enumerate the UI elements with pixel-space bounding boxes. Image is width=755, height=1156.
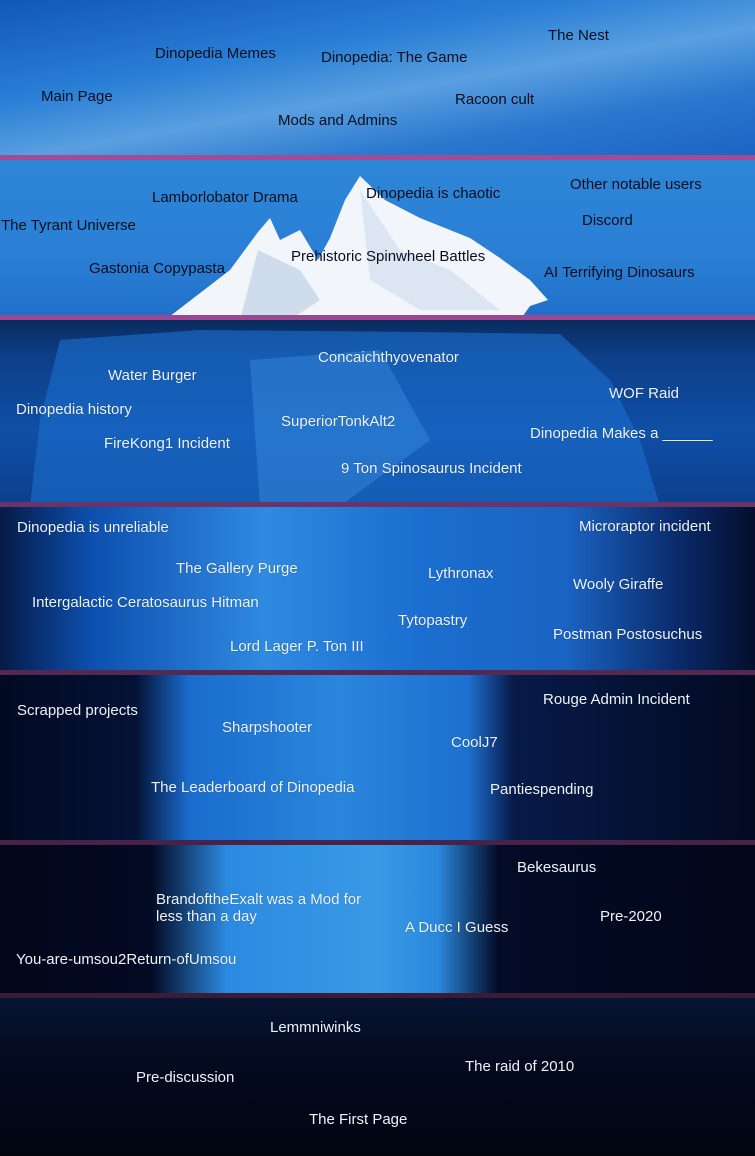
- item-pre-2020: Pre-2020: [600, 908, 662, 925]
- item-other-notable-users: Other notable users: [570, 176, 702, 193]
- item-racoon-cult: Racoon cult: [455, 91, 535, 108]
- tier-5: [0, 674, 755, 844]
- item-scrapped-projects: Scrapped projects: [17, 702, 138, 719]
- item-superiortonkalt2: SuperiorTonkAlt2: [281, 413, 396, 430]
- item-mods-and-admins: Mods and Admins: [278, 112, 398, 129]
- item-postman-postosuchus: Postman Postosuchus: [553, 626, 703, 643]
- item-wooly-giraffe: Wooly Giraffe: [573, 576, 664, 593]
- item-ai-terrifying-dinosaurs: AI Terrifying Dinosaurs: [544, 264, 695, 281]
- item-the-gallery-purge: The Gallery Purge: [176, 560, 298, 577]
- item-lamborlobator-drama: Lamborlobator Drama: [152, 189, 298, 206]
- item-tytopastry: Tytopastry: [398, 612, 468, 629]
- item-the-nest: The Nest: [548, 27, 609, 44]
- tier-6: [0, 844, 755, 996]
- tier-4: [0, 506, 755, 674]
- item-dinopedia-memes: Dinopedia Memes: [155, 45, 276, 62]
- item-the-tyrant-universe: The Tyrant Universe: [1, 217, 136, 234]
- item-main-page: Main Page: [41, 88, 113, 105]
- item-dinopedia-is-unreliable: Dinopedia is unreliable: [17, 519, 169, 536]
- item-dinopedia-is-chaotic: Dinopedia is chaotic: [366, 185, 501, 202]
- item-gastonia-copypasta: Gastonia Copypasta: [89, 260, 225, 277]
- item-wof-raid: WOF Raid: [609, 385, 680, 402]
- tier-divider-3: [0, 502, 755, 507]
- item-lord-lager-p-ton-iii: Lord Lager P. Ton III: [230, 638, 364, 655]
- item-lythronax: Lythronax: [428, 565, 494, 582]
- item-the-leaderboard-of-dinopedia: The Leaderboard of Dinopedia: [151, 779, 355, 796]
- tier-1-sky: [0, 0, 755, 160]
- item-pre-discussion: Pre-discussion: [136, 1069, 235, 1086]
- tier-divider-2: [0, 315, 755, 320]
- item-dinopedia-history: Dinopedia history: [16, 401, 132, 418]
- item-9-ton-spinosaurus-incident: 9 Ton Spinosaurus Incident: [341, 460, 522, 477]
- tier-2-sky-iceberg-tip: [0, 160, 755, 320]
- item-concaichthyovenator: Concaichthyovenator: [318, 349, 459, 366]
- item-sharpshooter: Sharpshooter: [222, 719, 313, 736]
- item-firekong1-incident: FireKong1 Incident: [104, 435, 230, 452]
- item-lemmniwinks: Lemmniwinks: [270, 1019, 361, 1036]
- item-dinopedia-the-game: Dinopedia: The Game: [321, 49, 468, 66]
- item-a-ducc-i-guess: A Ducc I Guess: [405, 919, 509, 936]
- item-you-are-umsou2: You-are-umsou2Return-ofUmsou: [16, 951, 237, 968]
- tier-divider-6: [0, 993, 755, 998]
- item-microraptor-incident: Microraptor incident: [579, 518, 711, 535]
- item-the-first-page: The First Page: [309, 1111, 408, 1128]
- iceberg-tip-icon: [165, 176, 548, 320]
- tier-divider-4: [0, 670, 755, 675]
- item-intergalactic-ceratosaurus-hitman: Intergalactic Ceratosaurus Hitman: [32, 594, 259, 611]
- item-rouge-admin-incident: Rouge Admin Incident: [543, 691, 690, 708]
- item-prehistoric-spinwheel-battles: Prehistoric Spinwheel Battles: [291, 248, 486, 265]
- item-brandoftheexalt-mod: BrandoftheExalt was a Mod for less than …: [156, 891, 362, 925]
- tier-3-surface: [0, 320, 755, 506]
- item-pantiespending: Pantiespending: [490, 781, 594, 798]
- tier-7-abyss: [0, 996, 755, 1156]
- tier-divider-5: [0, 840, 755, 845]
- tier-divider-1: [0, 155, 755, 160]
- item-bekesaurus: Bekesaurus: [517, 859, 597, 876]
- item-the-raid-of-2010: The raid of 2010: [465, 1058, 575, 1075]
- item-discord: Discord: [582, 212, 633, 229]
- item-dinopedia-makes-a: Dinopedia Makes a ______: [530, 425, 713, 442]
- iceberg-body-icon: [30, 330, 660, 506]
- item-water-burger: Water Burger: [108, 367, 197, 384]
- item-coolj7: CoolJ7: [451, 734, 498, 751]
